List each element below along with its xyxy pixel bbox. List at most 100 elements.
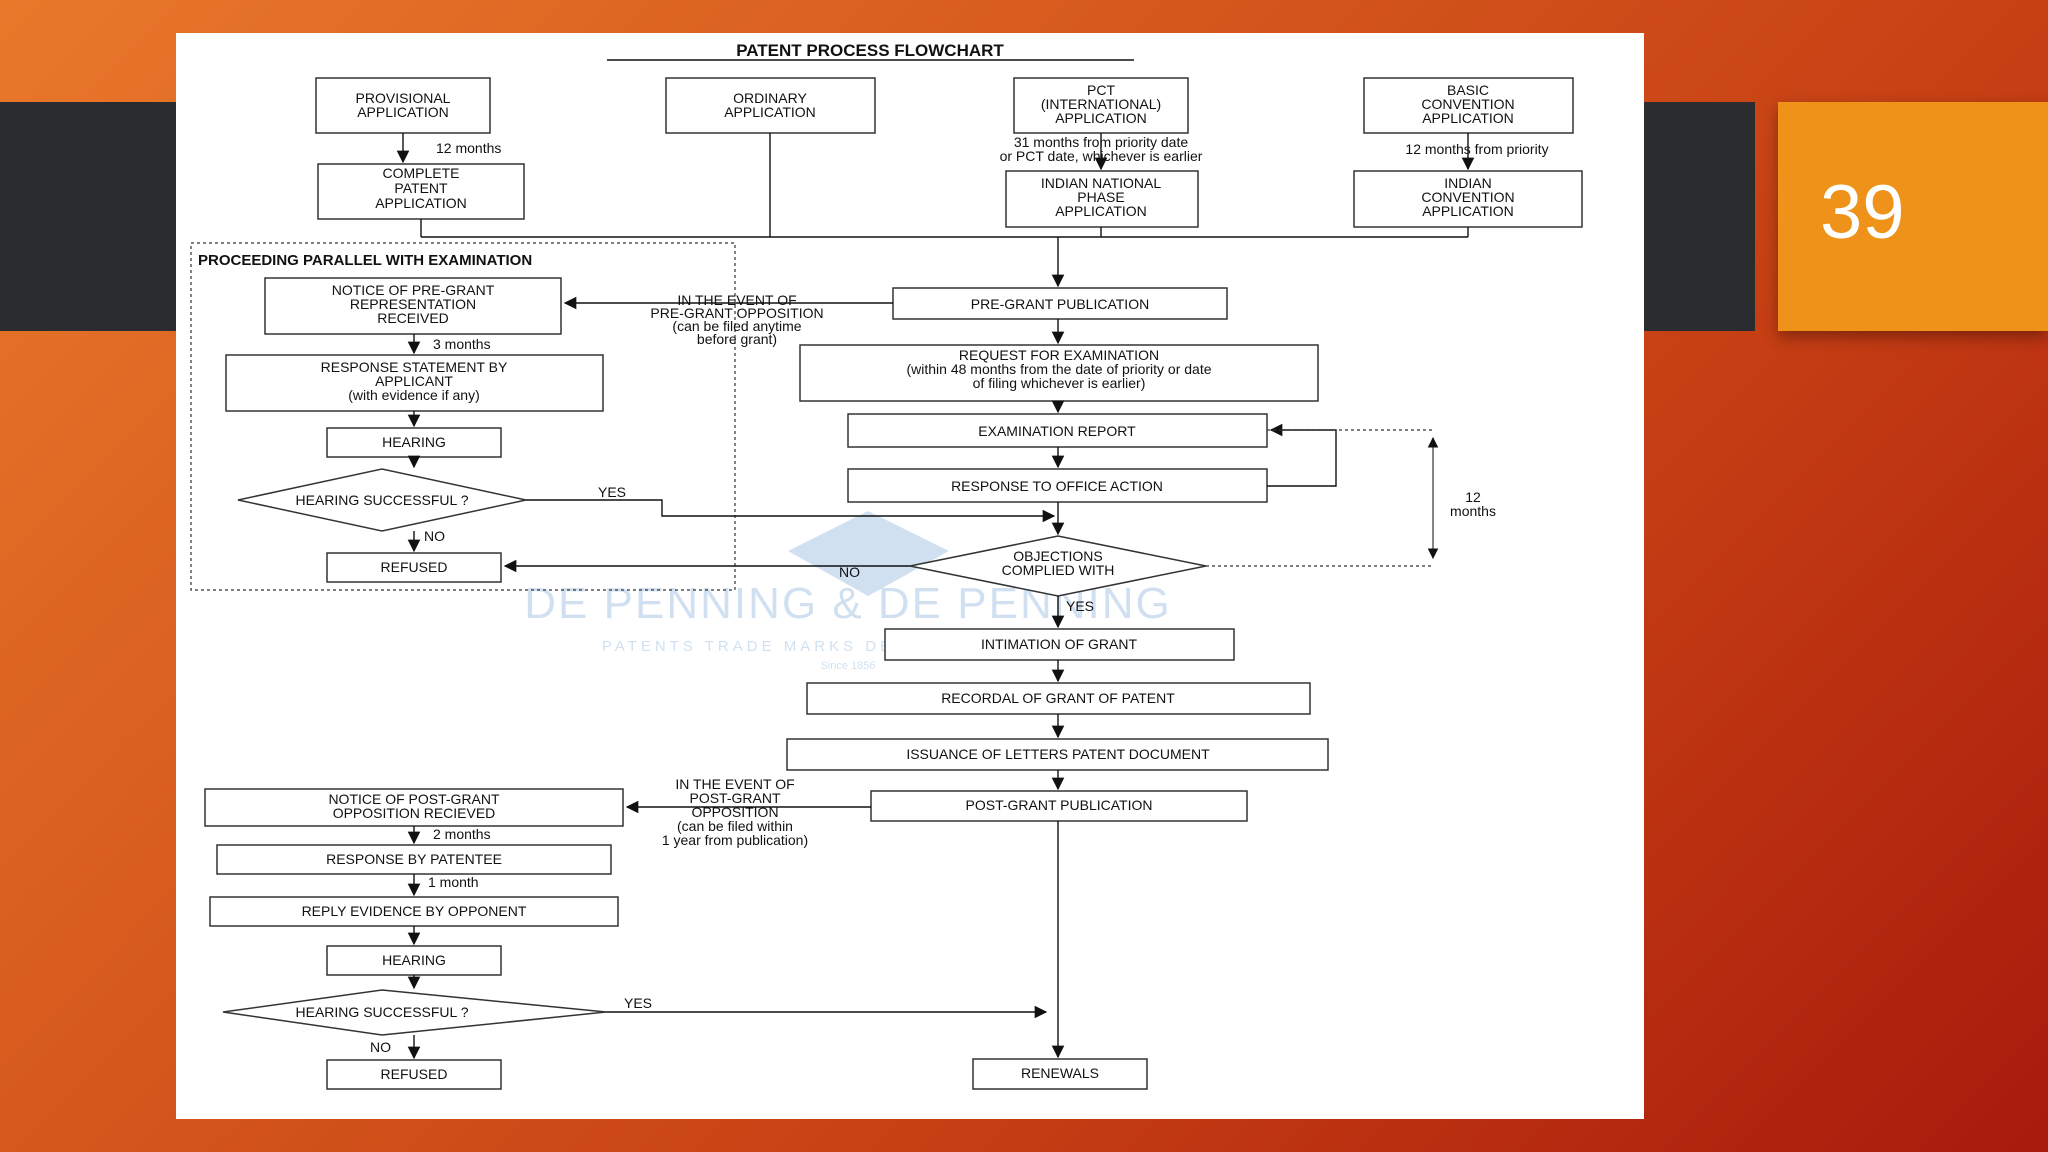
pre-grant-event-line-1: IN THE EVENT OF [677, 292, 796, 308]
label-3-months: 3 months [433, 336, 491, 352]
ordinary-line-1: ORDINARY [733, 90, 807, 106]
basic-convention-line-1: BASIC [1447, 82, 1489, 98]
recordal-of-grant-box [806, 682, 1311, 715]
renewals-box [972, 1058, 1148, 1090]
indian-convention-line-1: INDIAN [1444, 175, 1491, 191]
label-months: months [1450, 503, 1496, 519]
response-statement-line-1: RESPONSE STATEMENT BY [321, 359, 508, 375]
parallel-region-title: PROCEEDING PARALLEL WITH EXAMINATION [198, 252, 532, 269]
pct-deadline-line-2: or PCT date, whichever is earlier [1000, 148, 1203, 164]
hearing-2-label: HEARING [382, 952, 446, 968]
label-12-months: 12 months [436, 140, 501, 156]
label-no-2: NO [370, 1039, 391, 1055]
issuance-of-letters-box [786, 738, 1329, 771]
pre-grant-event-line-4: before grant) [697, 331, 777, 347]
pct-line-2: (INTERNATIONAL) [1041, 96, 1161, 112]
indian-convention-application-box [1353, 170, 1583, 228]
pre-grant-notice-line-1: NOTICE OF PRE-GRANT [332, 282, 495, 298]
response-statement-line-3: (with evidence if any) [348, 387, 480, 403]
label-12: 12 [1465, 489, 1481, 505]
issuance-letters-label: ISSUANCE OF LETTERS PATENT DOCUMENT [906, 746, 1210, 762]
pre-grant-publication-box [892, 287, 1228, 320]
examination-report-label: EXAMINATION REPORT [978, 423, 1136, 439]
parallel-examination-region [190, 242, 736, 591]
pre-grant-publication-label: PRE-GRANT PUBLICATION [971, 296, 1149, 312]
pct-line-1: PCT [1087, 82, 1115, 98]
recordal-grant-label: RECORDAL OF GRANT OF PATENT [941, 690, 1175, 706]
ordinary-line-2: APPLICATION [724, 104, 816, 120]
indian-national-line-3: APPLICATION [1055, 203, 1147, 219]
pre-grant-notice-line-2: REPRESENTATION [350, 296, 476, 312]
response-office-action-label: RESPONSE TO OFFICE ACTION [951, 478, 1163, 494]
indian-convention-line-2: CONVENTION [1421, 189, 1514, 205]
reply-evidence-by-opponent-box [209, 896, 619, 927]
label-no-objections: NO [839, 564, 860, 580]
pre-grant-event-line-3: (can be filed anytime [672, 318, 801, 334]
hearing-successful-2-label: HEARING SUCCESSFUL ? [296, 1004, 469, 1020]
provisional-line-1: PROVISIONAL [356, 90, 451, 106]
post-grant-notice-line-1: NOTICE OF POST-GRANT [328, 791, 500, 807]
indian-convention-line-3: APPLICATION [1422, 203, 1514, 219]
intimation-of-grant-box [884, 628, 1235, 661]
reply-opponent-label: REPLY EVIDENCE BY OPPONENT [302, 903, 527, 919]
renewals-label: RENEWALS [1021, 1065, 1099, 1081]
response-statement-line-2: APPLICANT [375, 373, 453, 389]
pct-deadline-line-1: 31 months from priority date [1014, 134, 1189, 150]
refused-box-1 [326, 552, 502, 583]
post-grant-publication-label: POST-GRANT PUBLICATION [966, 797, 1153, 813]
provisional-application-box [315, 77, 491, 134]
slide-number-box [1778, 102, 2048, 331]
label-2-months: 2 months [433, 826, 491, 842]
post-grant-event-line-5: 1 year from publication) [662, 832, 808, 848]
indian-national-phase-box [1005, 170, 1199, 228]
watermark-logo-icon [788, 511, 949, 596]
response-to-office-action-box [847, 468, 1268, 503]
post-grant-event-line-3: OPPOSITION [691, 804, 778, 820]
basic-convention-line-3: APPLICATION [1422, 110, 1514, 126]
label-no-1: NO [424, 528, 445, 544]
objections-line-2: COMPLIED WITH [1002, 562, 1115, 578]
provisional-line-2: APPLICATION [357, 104, 449, 120]
response-statement-box [225, 354, 604, 412]
response-patentee-label: RESPONSE BY PATENTEE [326, 851, 502, 867]
pre-grant-representation-notice-box [264, 277, 562, 335]
hearing-box-1 [326, 427, 502, 458]
label-yes-2: YES [624, 995, 652, 1011]
hearing-successful-1-label: HEARING SUCCESSFUL ? [296, 492, 469, 508]
basic-convention-line-2: CONVENTION [1421, 96, 1514, 112]
post-grant-event-line-4: (can be filed within [677, 818, 793, 834]
objections-line-1: OBJECTIONS [1013, 548, 1102, 564]
pct-application-box [1013, 77, 1189, 134]
pct-line-3: APPLICATION [1055, 110, 1147, 126]
indian-national-line-1: INDIAN NATIONAL [1041, 175, 1162, 191]
request-examination-line-3: of filing whichever is earlier) [973, 375, 1146, 391]
basic-convention-application-box [1363, 77, 1574, 134]
label-yes-objections: YES [1066, 598, 1094, 614]
indian-national-line-2: PHASE [1077, 189, 1124, 205]
flowchart-sheet: DE PENNING & DE PENNING PATENTS TRADE MA… [176, 33, 1644, 1119]
complete-patent-line-1: COMPLETE [382, 165, 459, 181]
refused-2-label: REFUSED [381, 1066, 448, 1082]
complete-patent-line-2: PATENT [394, 180, 448, 196]
pre-grant-event-line-2: PRE-GRANT OPPOSITION [650, 305, 823, 321]
flowchart-title: PATENT PROCESS FLOWCHART [736, 41, 1004, 60]
hearing-box-2 [326, 945, 502, 976]
request-examination-line-1: REQUEST FOR EXAMINATION [959, 347, 1159, 363]
post-grant-opposition-notice-box [204, 788, 624, 827]
post-grant-publication-box [870, 790, 1248, 822]
intimation-grant-label: INTIMATION OF GRANT [981, 636, 1138, 652]
request-for-examination-box [799, 344, 1319, 402]
flowchart-diagram: DE PENNING & DE PENNING PATENTS TRADE MA… [190, 41, 1583, 1090]
refused-box-2 [326, 1059, 502, 1090]
refused-1-label: REFUSED [381, 559, 448, 575]
post-grant-event-line-1: IN THE EVENT OF [675, 776, 794, 792]
pre-grant-notice-line-3: RECEIVED [377, 310, 449, 326]
request-examination-line-2: (within 48 months from the date of prior… [906, 361, 1211, 377]
ordinary-application-box [665, 77, 876, 134]
watermark-since: Since 1856 [820, 660, 875, 672]
label-yes-1: YES [598, 484, 626, 500]
label-1-month: 1 month [428, 874, 479, 890]
hearing-1-label: HEARING [382, 434, 446, 450]
post-grant-event-line-2: POST-GRANT [689, 790, 780, 806]
post-grant-notice-line-2: OPPOSITION RECIEVED [333, 805, 496, 821]
